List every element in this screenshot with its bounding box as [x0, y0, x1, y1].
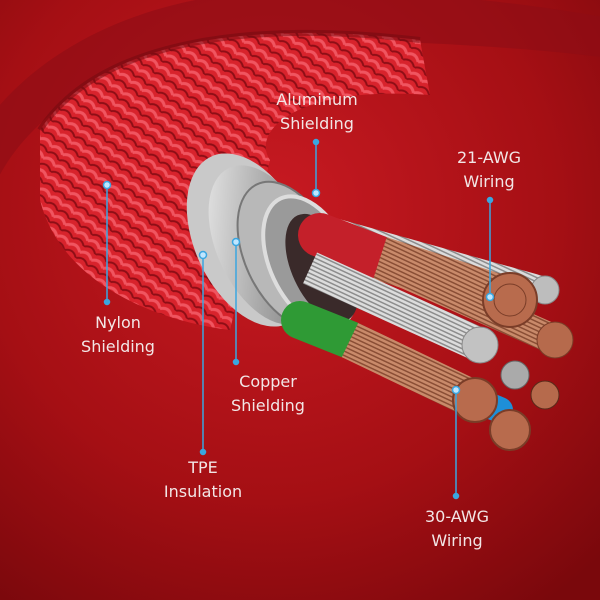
label-line: Shielding [280, 114, 354, 133]
label-line: Wiring [463, 172, 515, 191]
label-aluminum-shielding: Aluminum Shielding [276, 88, 357, 136]
pointer-lines [102, 138, 495, 500]
label-line: 21-AWG [456, 148, 522, 167]
label-line: Shielding [81, 337, 155, 356]
label-21awg-wiring: 21-AWG Wiring [457, 146, 521, 194]
label-line: Nylon [95, 313, 141, 332]
label-copper-shielding: Copper Shielding [231, 370, 305, 418]
label-30awg-wiring: 30-AWG Wiring [425, 505, 489, 553]
label-line: TPE [188, 458, 218, 477]
label-line: Aluminum [276, 90, 358, 109]
internal-wires [281, 213, 574, 451]
label-line: Shielding [231, 396, 305, 415]
label-line: 30-AWG [424, 507, 490, 526]
label-line: Copper [239, 372, 297, 391]
label-nylon-shielding: Nylon Shielding [81, 311, 155, 359]
label-line: Insulation [163, 482, 243, 501]
label-line: Wiring [431, 531, 483, 550]
label-tpe-insulation: TPE Insulation [164, 456, 242, 504]
